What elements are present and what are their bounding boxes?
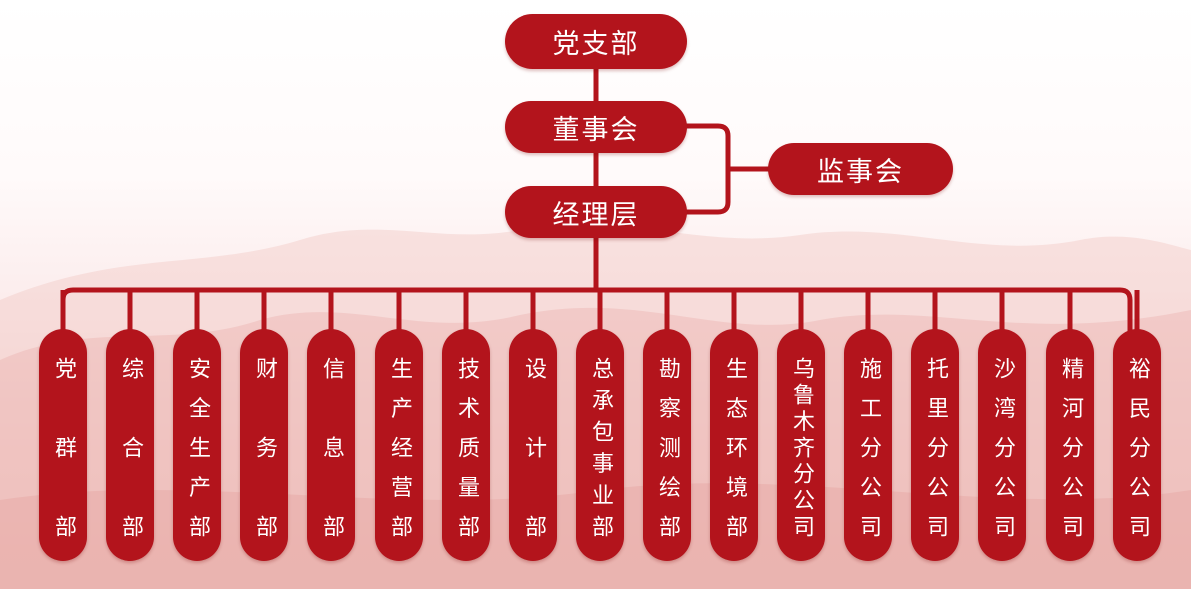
department-box: 施工分公司	[844, 329, 892, 561]
department-box: 勘察测绘部	[643, 329, 691, 561]
board-box: 董事会	[505, 101, 687, 153]
department-label: 乌鲁木齐分公司	[789, 357, 814, 537]
department-label: 党群部	[51, 357, 76, 537]
supervisors-label: 监事会	[817, 156, 904, 188]
department-box: 综合部	[106, 329, 154, 561]
department-label: 总承包事业部	[588, 357, 613, 537]
department-label: 安全生产部	[185, 357, 210, 537]
department-label: 精河分公司	[1058, 357, 1083, 537]
department-box: 信息部	[307, 329, 355, 561]
department-box: 总承包事业部	[576, 329, 624, 561]
department-label: 技术质量部	[454, 357, 479, 537]
management-label: 经理层	[552, 199, 640, 231]
department-label: 财务部	[252, 357, 277, 537]
department-box: 托里分公司	[911, 329, 959, 561]
department-box: 党群部	[39, 329, 87, 561]
department-label: 综合部	[118, 357, 143, 537]
department-label: 勘察测绘部	[655, 357, 680, 537]
supervisors-box: 监事会	[768, 143, 953, 195]
department-box: 乌鲁木齐分公司	[777, 329, 825, 561]
board-label: 董事会	[552, 114, 640, 146]
department-label: 信息部	[319, 357, 344, 537]
department-label: 沙湾分公司	[990, 357, 1015, 537]
management-box: 经理层	[505, 186, 687, 238]
party-branch-box: 党支部	[505, 14, 687, 69]
department-box: 精河分公司	[1046, 329, 1094, 561]
department-label: 生产经营部	[387, 357, 412, 537]
department-label: 生态环境部	[722, 357, 747, 537]
department-box: 沙湾分公司	[978, 329, 1026, 561]
department-box: 技术质量部	[442, 329, 490, 561]
department-label: 裕民分公司	[1125, 357, 1150, 537]
department-box: 生态环境部	[710, 329, 758, 561]
department-box: 生产经营部	[375, 329, 423, 561]
department-box: 设计部	[509, 329, 557, 561]
department-label: 托里分公司	[923, 357, 948, 537]
department-box: 裕民分公司	[1113, 329, 1161, 561]
department-box: 安全生产部	[173, 329, 221, 561]
department-box: 财务部	[240, 329, 288, 561]
department-label: 施工分公司	[856, 357, 881, 537]
department-label: 设计部	[521, 357, 546, 537]
party-branch-label: 党支部	[552, 29, 640, 60]
